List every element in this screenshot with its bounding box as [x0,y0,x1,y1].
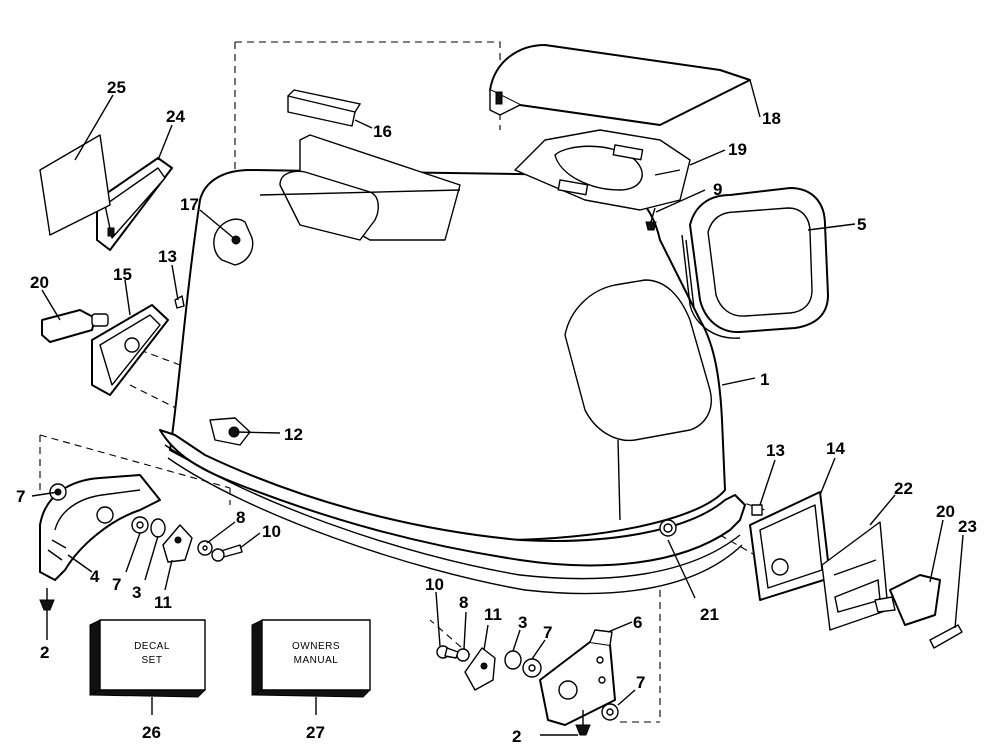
callout-5: 5 [857,215,866,234]
callout-25: 25 [107,78,126,97]
callout-9: 9 [713,180,722,199]
callout-16: 16 [373,122,392,141]
callout-23: 23 [958,517,977,536]
link-part-11-left [162,524,193,563]
callout-13-left: 13 [158,247,177,266]
decal-set-box-part-26: DECAL SET [89,619,207,698]
callout-22: 22 [894,479,913,498]
callout-3-left: 3 [132,583,141,602]
panel-part-25 [39,134,111,236]
pin-part-2-right [575,710,591,736]
bracket-part-15 [91,304,169,396]
nut-part-7-left-b [131,516,149,534]
screw-part-9 [645,207,657,231]
latch-part-12 [209,417,251,446]
callout-20-right: 20 [936,502,955,521]
callout-6: 6 [633,613,642,632]
gasket-part-19 [514,129,691,211]
screw-part-13-left [174,295,185,309]
plate-part-14 [749,491,831,601]
callout-11-right: 11 [484,605,502,624]
callout-19: 19 [728,140,747,159]
callout-2-left: 2 [40,643,49,662]
washer-part-8-left [197,540,213,556]
bolt-part-10-left [211,544,243,562]
cover-plate-part-24 [96,157,173,251]
vent-cap-part-18 [489,44,751,126]
strip-part-16 [287,89,362,127]
manual-box-line1: OWNERS [292,641,340,652]
callout-8-right: 8 [459,593,468,612]
decal-part-22 [821,521,889,631]
callout-17: 17 [180,195,199,214]
nut-part-7-right-b [601,703,619,721]
callout-7-right-b: 7 [636,673,645,692]
callout-27: 27 [306,723,325,742]
callout-7-left-b: 7 [112,575,121,594]
engine-cover-part-1 [159,134,746,595]
callout-12: 12 [284,425,303,444]
callout-4: 4 [90,567,100,586]
callout-10-left: 10 [262,522,281,541]
callout-21: 21 [700,605,719,624]
callout-8-left: 8 [236,508,245,527]
handle-part-20-right [874,574,941,626]
handle-part-20-left [41,309,109,343]
pin-part-2-left [39,588,55,630]
decal-box-line2: SET [142,655,163,666]
knob-part-17 [213,218,254,266]
washer-part-8-right [456,648,470,662]
bolt-part-10-right [436,645,459,659]
strip-part-23 [929,624,963,649]
bracket-part-4 [39,474,161,581]
callout-14: 14 [826,439,845,458]
callout-1: 1 [760,370,769,389]
washer-part-3-left [150,518,166,538]
callout-20-left: 20 [30,273,49,292]
callout-10-right: 10 [425,575,444,594]
leader-lines [31,79,964,736]
callout-13-right: 13 [766,441,785,460]
callout-15: 15 [113,265,132,284]
decal-box-line1: DECAL [134,641,170,652]
callout-2-right: 2 [512,727,521,746]
callout-7-left-a: 7 [16,487,25,506]
manual-box-line2: MANUAL [294,655,339,666]
washer-part-3-right [504,650,522,670]
owners-manual-box-part-27: OWNERS MANUAL [251,619,372,698]
callout-18: 18 [762,109,781,128]
link-part-11-right [464,647,496,691]
callout-7-right-a: 7 [543,623,552,642]
callout-labels: 1 18 19 9 5 16 17 12 24 25 13 15 20 7 4 … [16,78,977,746]
bracket-part-6 [539,629,616,726]
callout-3-right: 3 [518,613,527,632]
callout-11-left: 11 [154,593,172,612]
callout-24: 24 [166,107,185,126]
screw-part-13-right [751,504,763,516]
nut-part-7-right-a [522,658,542,678]
callout-26: 26 [142,723,161,742]
window-frame-part-5 [681,187,829,339]
